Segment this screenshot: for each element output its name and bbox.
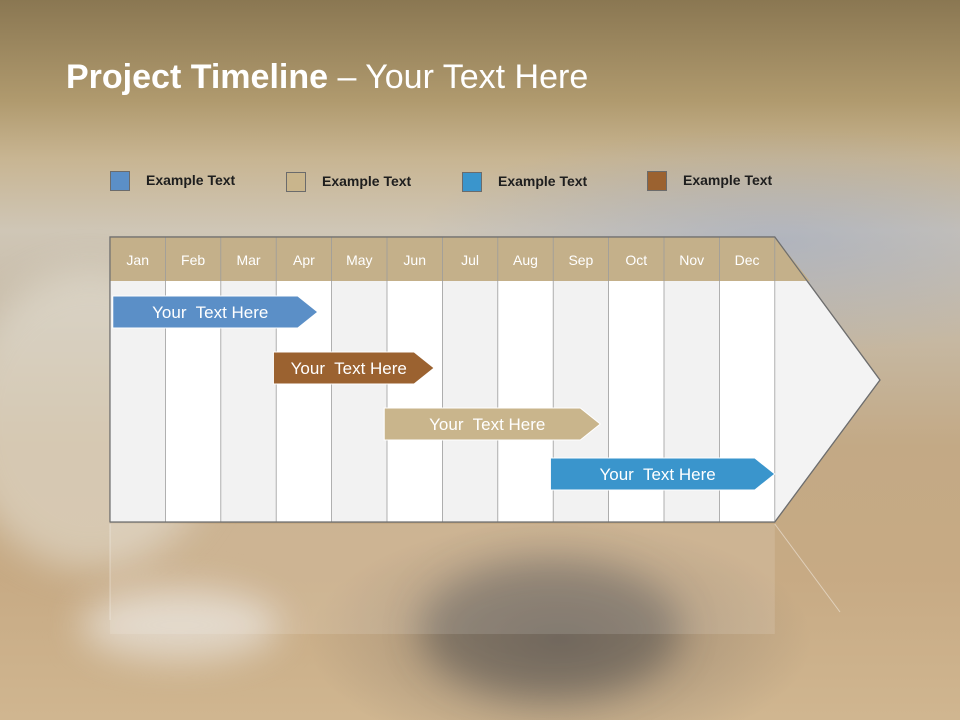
task-bar	[549, 457, 776, 491]
month-label: Jan	[126, 252, 149, 268]
timeline-reflection	[110, 524, 775, 634]
month-label: Mar	[236, 252, 260, 268]
month-column	[331, 281, 387, 522]
month-header-cell	[165, 237, 221, 281]
legend-label-4: Example Text	[683, 172, 773, 188]
legend-label-1: Example Text	[146, 172, 236, 188]
legend-label-2: Example Text	[322, 173, 412, 189]
month-column	[497, 281, 554, 522]
month-header-cell	[608, 237, 664, 281]
task-bar-label: Your Text Here	[429, 415, 545, 434]
month-header-cell	[442, 237, 498, 281]
month-label: Oct	[625, 252, 647, 268]
task-bar	[383, 407, 602, 441]
task-bar	[272, 351, 435, 385]
month-header-cell	[497, 237, 554, 281]
month-header-cell	[331, 237, 387, 281]
title-rest: – Your Text Here	[328, 58, 589, 96]
month-header-cell	[719, 237, 775, 281]
month-column	[442, 281, 498, 522]
month-label: Dec	[735, 252, 760, 268]
reflection-edge-right	[774, 523, 841, 613]
legend-label-3: Example Text	[498, 173, 588, 189]
month-label: Sep	[568, 252, 593, 268]
legend-item-4: Example Text	[647, 171, 817, 191]
month-label: Jun	[403, 252, 426, 268]
legend-swatch-4	[647, 171, 667, 191]
task-bar-label: Your Text Here	[599, 465, 715, 484]
legend-swatch-3	[462, 172, 482, 192]
title-bold: Project Timeline	[66, 58, 329, 96]
legend-swatch-1	[110, 171, 130, 191]
task-bar-label: Your Text Here	[291, 359, 407, 378]
month-label: Jul	[461, 252, 479, 268]
month-header-cell	[220, 237, 277, 281]
month-label: Feb	[181, 252, 205, 268]
month-header-cell	[664, 237, 720, 281]
legend-item-3: Example Text	[462, 172, 632, 192]
month-header-cell	[276, 237, 332, 281]
month-header-cell	[387, 237, 443, 281]
legend-item-2: Example Text	[286, 172, 456, 192]
legend-swatch-2	[286, 172, 306, 192]
month-label: Nov	[679, 252, 704, 268]
month-label: May	[346, 252, 372, 268]
month-label: Apr	[293, 252, 315, 268]
timeline-outline	[109, 236, 881, 523]
month-header-cell	[110, 237, 166, 281]
month-label: Aug	[513, 252, 538, 268]
page-title: Project Timeline – Your Text Here	[66, 58, 588, 97]
month-header-cell	[553, 237, 609, 281]
task-bar	[112, 295, 319, 329]
task-bar-label: Your Text Here	[152, 303, 268, 322]
legend-item-1: Example Text	[110, 171, 280, 191]
month-column	[387, 281, 443, 522]
